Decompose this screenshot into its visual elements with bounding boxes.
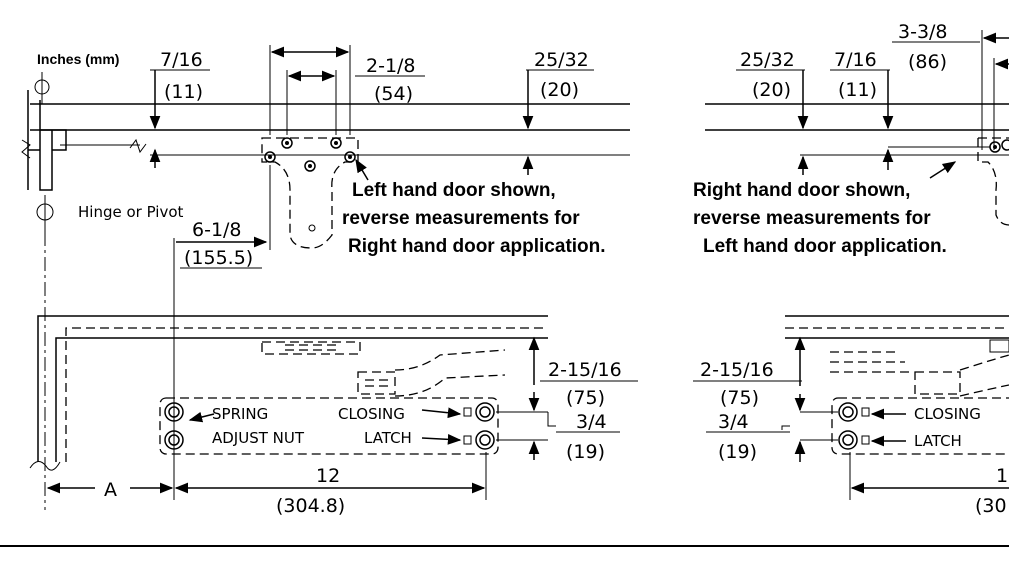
spring-adjust-nuts: [164, 402, 184, 450]
arm-hidden: [357, 371, 396, 395]
dim-2-15-16: 2-15/16: [548, 359, 622, 381]
note-line-2: reverse measurements for: [342, 208, 580, 229]
r-dim-86: (86): [908, 51, 947, 73]
r-dim-3-3-8: 3-3/8: [898, 21, 948, 43]
closing-label: CLOSING: [338, 405, 405, 423]
dim-2-1-8: 2-1/8: [366, 55, 416, 77]
r-dim-19: (19): [718, 441, 757, 463]
note-line-1: Left hand door shown,: [352, 180, 556, 201]
dim-6-1-8: 6-1/8: [192, 219, 242, 241]
r-dim-12-partial: 1: [996, 465, 1008, 487]
r-note-line-1: Right hand door shown,: [693, 180, 910, 201]
mounting-bracket: [261, 137, 359, 249]
r-dim-75: (75): [720, 387, 759, 409]
r-mounting-bracket: [977, 137, 1009, 226]
dim-25-32: 25/32: [534, 49, 589, 71]
valve-screws: [463, 402, 495, 450]
r-dim-11: (11): [838, 79, 877, 101]
r-closer-body: [831, 397, 1009, 455]
r-dim-304-8-partial: (30: [975, 495, 1007, 517]
latch-label: LATCH: [364, 429, 412, 447]
hinge-label: Hinge or Pivot: [78, 203, 184, 221]
door-edge-dashed: [65, 327, 548, 462]
dim-19: (19): [566, 441, 605, 463]
left-top-view: Inches (mm) Hinge or Pivot 7/16 (11) 2-1…: [21, 45, 630, 510]
door-jamb-section: [27, 90, 67, 191]
r-note-line-3: Left hand door application.: [703, 236, 947, 257]
bracket-hidden: [261, 341, 361, 355]
dim-7-16: 7/16: [160, 49, 203, 71]
note-line-3: Right hand door application.: [348, 236, 606, 257]
frame-outer: [37, 315, 548, 462]
dim-304-8: (304.8): [276, 495, 345, 517]
dim-12: 12: [316, 465, 340, 487]
frame-inner: [55, 337, 548, 462]
dim-20: (20): [540, 79, 579, 101]
dim-54: (54): [374, 83, 413, 105]
dim-155-5: (155.5): [184, 247, 253, 269]
adjust-nut-label: ADJUST NUT: [212, 429, 305, 447]
r-dim-25-32: 25/32: [740, 49, 795, 71]
spring-label: SPRING: [212, 405, 268, 423]
r-closing-label: CLOSING: [914, 405, 981, 423]
closer-body: [159, 397, 499, 455]
dim-75: (75): [566, 387, 605, 409]
units-label: Inches (mm): [37, 51, 119, 67]
r-note-line-2: reverse measurements for: [693, 208, 931, 229]
r-dim-3-4: 3/4: [718, 411, 749, 433]
right-top-view: 25/32 (20) 7/16 (11) 3-3/8 (86) Right ha…: [693, 21, 1009, 257]
r-dim-7-16: 7/16: [834, 49, 877, 71]
dim-11: (11): [164, 81, 203, 103]
right-bottom-view: 2-15/16 (75) 3/4 (19) CLOSING LATCH 1 (3…: [693, 315, 1009, 517]
r-dim-20: (20): [752, 79, 791, 101]
r-arm-hidden: [914, 371, 961, 395]
dim-a: A: [104, 479, 117, 501]
dim-3-4: 3/4: [576, 411, 607, 433]
r-dim-2-15-16: 2-15/16: [700, 359, 774, 381]
left-bottom-view: SPRING ADJUST NUT CLOSING LATCH 2-15/16 …: [29, 315, 638, 517]
bracket-screws: [264, 137, 356, 232]
r-latch-label: LATCH: [914, 432, 962, 450]
